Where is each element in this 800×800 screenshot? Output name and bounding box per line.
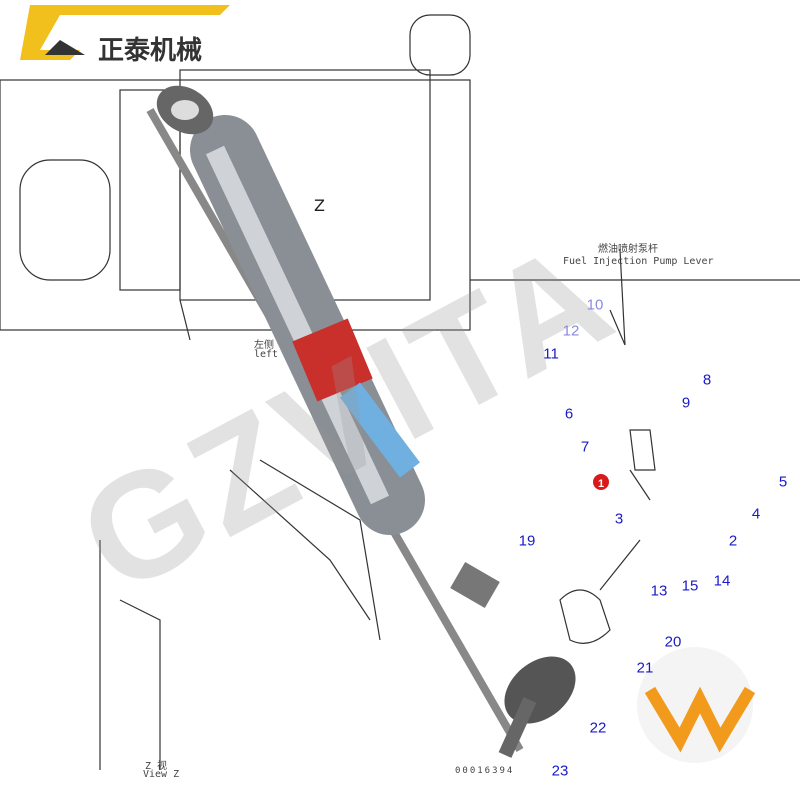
drawing-number: 00016394 bbox=[455, 766, 515, 776]
part-label: 9 bbox=[681, 394, 691, 412]
part-label: 22 bbox=[589, 719, 607, 737]
part-label: 12 bbox=[562, 322, 580, 340]
part-label: 19 bbox=[518, 532, 536, 550]
corner-badge-logo bbox=[637, 647, 756, 763]
left-label-cn: 左侧 bbox=[254, 340, 274, 351]
part-label: 2 bbox=[728, 532, 738, 550]
svg-text:1: 1 bbox=[598, 478, 604, 490]
part-label: 23 bbox=[551, 762, 569, 780]
part-label: 5 bbox=[778, 473, 788, 491]
tie-rod-product bbox=[146, 85, 576, 758]
logo-text: 正泰机械 bbox=[98, 36, 203, 66]
part-label: 7 bbox=[580, 438, 590, 456]
caption-cn: 燃油喷射泵杆 bbox=[598, 244, 658, 255]
part-label: 21 bbox=[636, 659, 654, 677]
part-label: 8 bbox=[702, 371, 712, 389]
part-label: 11 bbox=[543, 345, 559, 363]
view-label-en: View Z bbox=[143, 769, 180, 780]
part-label: 15 bbox=[681, 577, 699, 595]
view-label-cn: Z 视 bbox=[145, 761, 168, 772]
part-label: 20 bbox=[664, 633, 682, 651]
part-label: 3 bbox=[614, 510, 624, 528]
arrow-z-label: Z bbox=[314, 196, 325, 215]
left-label-en: left bbox=[254, 349, 279, 360]
brand-logo bbox=[20, 5, 230, 60]
caption-en: Fuel Injection Pump Lever bbox=[563, 256, 714, 267]
part-label: 13 bbox=[650, 582, 668, 600]
highlight-marker bbox=[593, 474, 609, 490]
part-label: 4 bbox=[751, 505, 761, 523]
part-label: 6 bbox=[564, 405, 574, 423]
part-label: 10 bbox=[586, 296, 604, 314]
part-label: 14 bbox=[713, 572, 731, 590]
